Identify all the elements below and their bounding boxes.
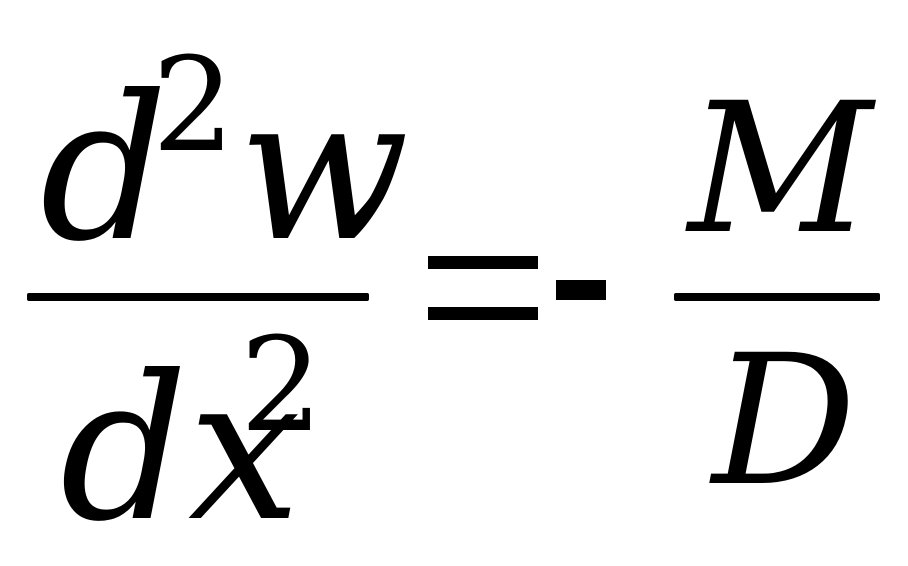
right-denominator-d: D (712, 332, 856, 512)
numerator-w: w (238, 70, 409, 270)
numerator-d: d (40, 70, 168, 270)
minus-sign: - (556, 280, 606, 300)
numerator-exponent: 2 (152, 40, 235, 170)
right-numerator-m: M (688, 80, 872, 260)
left-fraction-bar (27, 293, 369, 301)
denominator-exponent: 2 (240, 320, 323, 450)
right-fraction-bar (674, 293, 880, 301)
equals-sign: = (428, 256, 538, 320)
equation: d 2 w dx 2 = - M D (0, 0, 908, 551)
